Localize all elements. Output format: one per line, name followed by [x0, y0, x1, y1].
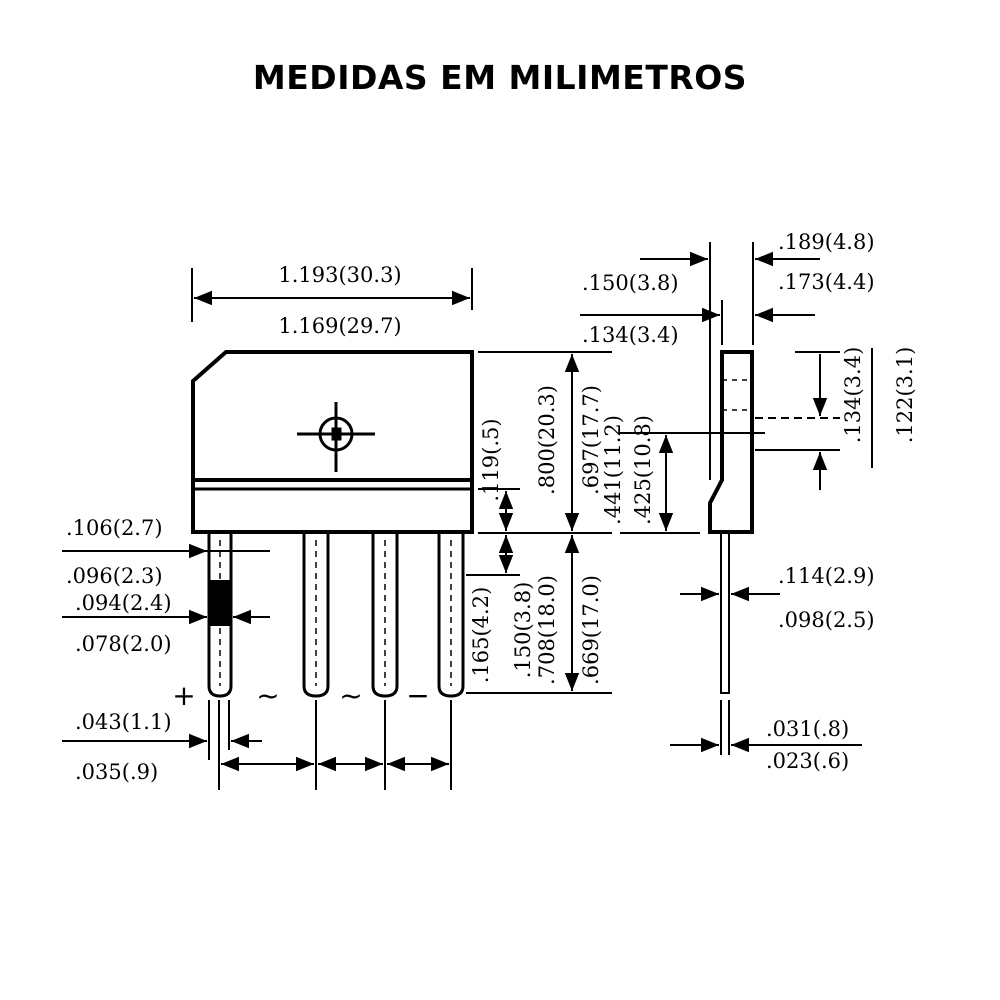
lead-ac-1: [302, 533, 330, 698]
dim-total-height-b: .441(11.2): [601, 415, 625, 525]
dim-lead-width-min: .078(2.0): [75, 632, 172, 656]
dim-lead-spacing-min: .096(2.3): [66, 564, 163, 588]
dim-lead-thick-min: .023(.6): [766, 749, 849, 773]
dim-body-height: .800(20.3): [535, 385, 559, 495]
dim-lead-offset-max: .114(2.9): [778, 564, 875, 588]
dim-lead-long-min: .669(17.0): [579, 575, 603, 685]
pin-ac1-label: ~: [256, 679, 279, 712]
front-view: [62, 268, 765, 790]
dim-lead-mid: .150(3.8): [511, 582, 535, 679]
dim-hole-height: .425(10.8): [631, 415, 655, 525]
dim-thickness-max: .189(4.8): [778, 230, 875, 254]
dim-lead-spacing-max: .106(2.7): [66, 516, 163, 540]
dim-lead-thickness-max: .043(1.1): [75, 710, 172, 734]
dim-hole-dia-max: .134(3.4): [841, 347, 865, 444]
mounting-hole: [297, 402, 375, 472]
dim-hole-dia-min: .122(3.1): [893, 347, 917, 444]
dim-width-min: 1.169(29.7): [278, 314, 401, 338]
dim-lead-thick-max: .031(.8): [766, 717, 849, 741]
dim-lead-offset-min: .098(2.5): [778, 608, 875, 632]
lead-minus: [437, 533, 465, 698]
dim-lead-width-max: .094(2.4): [75, 591, 172, 615]
lead-ac-2: [371, 533, 399, 698]
bridge-body: [191, 350, 474, 534]
pin-minus-label: −: [406, 679, 429, 712]
pin-ac2-label: ~: [339, 679, 362, 712]
side-view: [580, 242, 873, 755]
side-body: [708, 350, 754, 534]
dim-band-height: .119(.5): [479, 418, 503, 501]
dim-step-min: .134(3.4): [582, 323, 679, 347]
page-title: MEDIDAS EM MILIMETROS: [252, 58, 748, 97]
dim-thickness-min: .173(4.4): [778, 270, 875, 294]
dim-lead-thickness-min: .035(.9): [75, 760, 158, 784]
dim-step-max: .150(3.8): [582, 271, 679, 295]
lead-plus: [207, 533, 233, 698]
dim-lead-short: .165(4.2): [469, 587, 493, 684]
dim-width-max: 1.193(30.3): [278, 263, 401, 287]
dim-total-height-a: .697(17.7): [579, 385, 603, 495]
dim-lead-long-max: .708(18.0): [535, 575, 559, 685]
side-lead: [720, 532, 730, 694]
pin-plus-label: +: [172, 679, 195, 712]
